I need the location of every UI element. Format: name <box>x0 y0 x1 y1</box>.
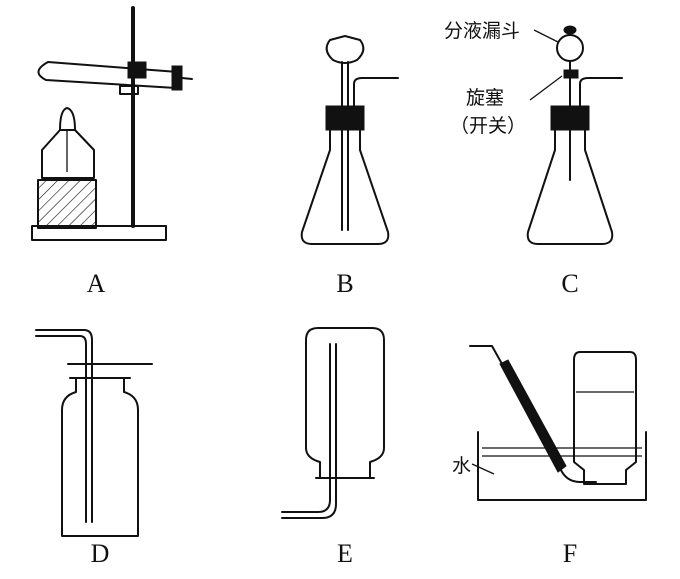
delivery-tube <box>579 77 623 107</box>
apparatus-c-flask-separatory: 分液漏斗 旋塞 （开关） C <box>444 20 623 298</box>
funnel-stopper <box>563 25 577 35</box>
thistle-funnel-bowl <box>325 35 365 64</box>
label-d: D <box>91 539 110 568</box>
stopper <box>171 65 183 91</box>
clamp-holder <box>119 85 139 95</box>
label-b: B <box>336 269 353 298</box>
test-tube <box>37 61 179 89</box>
label-c: C <box>561 269 578 298</box>
leader-line-stopcock <box>529 75 563 101</box>
annotation-funnel: 分液漏斗 <box>444 20 520 42</box>
leader-line-water <box>471 463 495 475</box>
apparatus-e-inverted-bottle: E <box>281 327 385 568</box>
long-tube <box>35 329 93 523</box>
label-f: F <box>563 539 577 568</box>
inverted-bottle <box>305 327 385 479</box>
rubber-tube <box>499 359 567 473</box>
delivery-tube-stub <box>181 77 193 80</box>
annotation-water: 水 <box>452 455 471 477</box>
water-trough <box>477 431 647 501</box>
delivery-tube <box>353 77 399 107</box>
apparatus-f-water-trough: 水 F <box>452 345 647 568</box>
apparatus-a-heating: A <box>31 6 193 298</box>
rubber-stopper <box>325 105 365 131</box>
apparatus-b-flask-thistle: B <box>300 35 399 298</box>
conical-flask <box>526 129 614 245</box>
long-tube-inner <box>35 335 87 523</box>
long-tube <box>281 343 331 513</box>
conical-flask <box>300 129 390 245</box>
label-a: A <box>87 269 106 298</box>
separatory-funnel-bulb <box>556 34 584 62</box>
label-e: E <box>337 539 353 568</box>
wide-mouth-bottle <box>61 377 139 537</box>
stopcock-valve[interactable] <box>563 69 579 79</box>
stand-base <box>31 225 167 241</box>
lamp-flame-cap <box>59 107 76 131</box>
leader-line-funnel <box>533 29 559 43</box>
long-tube-outer <box>281 343 337 519</box>
alcohol-lamp <box>41 129 95 179</box>
annotation-switch: （开关） <box>450 115 526 137</box>
inverted-gas-jar <box>573 351 637 485</box>
annotation-stopcock: 旋塞 <box>466 87 504 109</box>
apparatus-d-gas-bottle: D <box>35 329 153 568</box>
clamp <box>127 61 147 79</box>
wooden-block <box>37 179 97 229</box>
